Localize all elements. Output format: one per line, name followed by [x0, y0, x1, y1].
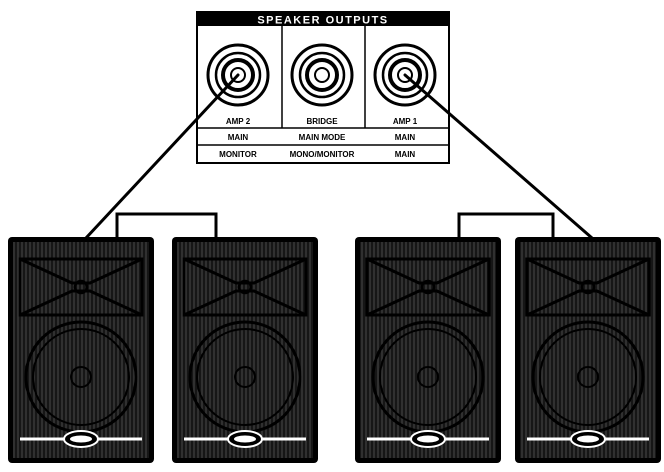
- horn-flare: [366, 257, 490, 317]
- brand-badge-mark: [70, 435, 92, 443]
- horn-flare: [183, 257, 307, 317]
- jack-bridge[interactable]: [290, 43, 354, 107]
- panel-title-bar: [197, 12, 449, 26]
- speakers: [8, 237, 661, 463]
- speaker-4: [515, 237, 661, 463]
- brand-badge-mark: [577, 435, 599, 443]
- jack-label-amp1: AMP 1: [393, 117, 418, 126]
- woofer-dustcap: [577, 366, 599, 388]
- cables: [84, 73, 594, 240]
- jack-label-amp2: AMP 2: [226, 117, 251, 126]
- speaker-1: [8, 237, 154, 463]
- woofer-cone: [379, 328, 477, 426]
- cable-amp2-to-speaker-1: [84, 73, 240, 240]
- horn-outline: [182, 257, 308, 317]
- mode-row-main-amp1: MAIN: [395, 133, 416, 142]
- woofer-cone: [32, 328, 130, 426]
- speaker-grille: [360, 242, 496, 458]
- woofer-dustcap: [417, 366, 439, 388]
- horn-flare: [526, 257, 650, 317]
- brand-badge-mark: [417, 435, 439, 443]
- tweeter-icon: [420, 279, 436, 295]
- woofer-dustcap: [234, 366, 256, 388]
- tweeter-icon: [580, 279, 596, 295]
- speaker-3: [355, 237, 501, 463]
- panel-title: SPEAKER OUTPUTS: [257, 15, 388, 27]
- horn-flare: [19, 257, 143, 317]
- cable-link-speaker-3-4: [457, 212, 555, 240]
- mode-row-monitor-bridge: MONO/MONITOR: [290, 150, 355, 159]
- mode-row-monitor-amp2: MONITOR: [219, 150, 257, 159]
- jack-label-bridge: BRIDGE: [306, 117, 338, 126]
- tweeter-icon: [237, 279, 253, 295]
- brand-badge-mark: [234, 435, 256, 443]
- woofer-cone: [196, 328, 294, 426]
- speaker-grille: [520, 242, 656, 458]
- mode-row-monitor-amp1: MAIN: [395, 150, 416, 159]
- mode-row-main-bridge: MAIN MODE: [299, 133, 346, 142]
- horn-outline: [525, 257, 651, 317]
- speaker-grille: [177, 242, 313, 458]
- speaker-grille: [13, 242, 149, 458]
- horn-outline: [18, 257, 144, 317]
- cable-amp1-to-speaker-4: [403, 73, 594, 240]
- tweeter-icon: [73, 279, 89, 295]
- speaker-outputs-panel: SPEAKER OUTPUTS AMP 2 BRIDGE AMP 1: [196, 11, 450, 164]
- woofer-cone: [539, 328, 637, 426]
- speaker-2: [172, 237, 318, 463]
- cable-link-speaker-1-2: [115, 212, 218, 240]
- horn-outline: [365, 257, 491, 317]
- mode-row-main-amp2: MAIN: [228, 133, 249, 142]
- woofer-dustcap: [70, 366, 92, 388]
